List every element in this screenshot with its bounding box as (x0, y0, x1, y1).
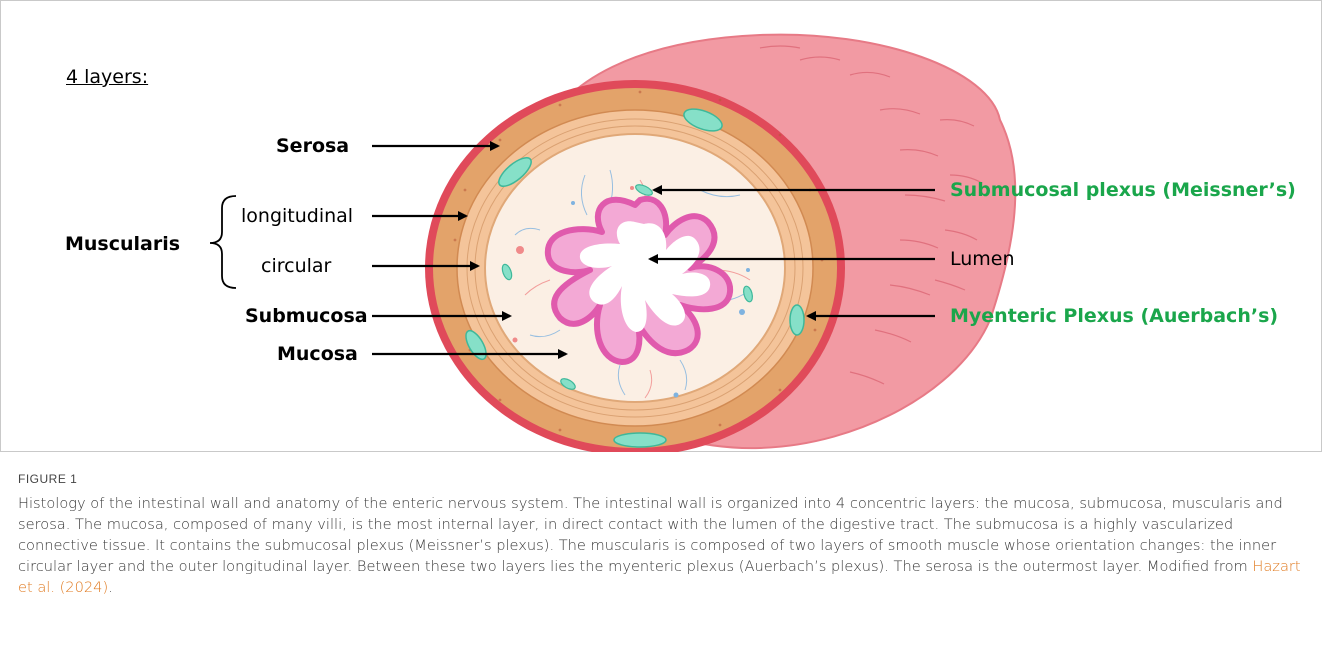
circular-label: circular (261, 255, 331, 277)
muscularis-bracket (210, 196, 236, 288)
submucosa-label: Submucosa (245, 305, 368, 327)
serosa-label: Serosa (276, 135, 349, 157)
figure-number: FIGURE 1 (18, 472, 1308, 486)
intestine-cross-section-illustration (0, 0, 1322, 452)
caption-body: Histology of the intestinal wall and ana… (18, 495, 1283, 575)
layers-heading: 4 layers: (66, 66, 148, 88)
lumen-label: Lumen (950, 248, 1015, 270)
caption-text: Histology of the intestinal wall and ana… (18, 493, 1308, 598)
myenteric-plexus-label: Myenteric Plexus (Auerbach’s) (950, 305, 1278, 327)
longitudinal-label: longitudinal (241, 205, 353, 227)
muscularis-label: Muscularis (65, 233, 180, 255)
mucosa-label: Mucosa (277, 343, 358, 365)
submucosal-plexus-label: Submucosal plexus (Meissner’s) (950, 179, 1296, 201)
caption-end: . (108, 579, 113, 596)
figure-caption: FIGURE 1 Histology of the intestinal wal… (18, 472, 1308, 598)
